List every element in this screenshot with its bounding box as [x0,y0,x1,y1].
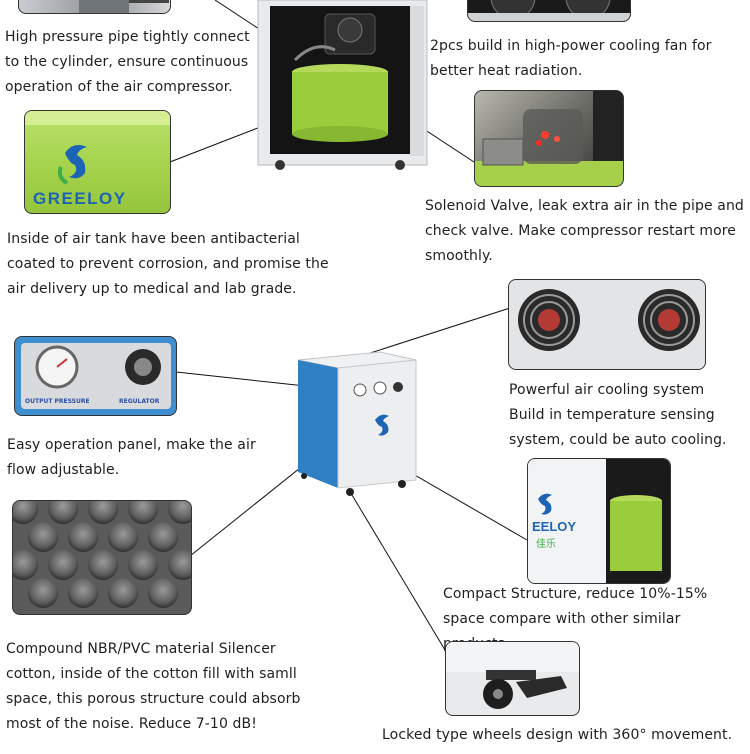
caption-fans: 2pcs build in high-power cooling fan for… [430,38,712,79]
cooling-fans-photo [508,279,706,370]
solenoid-photo-art [475,91,623,186]
tank-logo-photo: GREELOY [24,110,171,214]
closed-cabinet-photo [290,350,425,500]
fan-photo [467,0,631,22]
caption-silencer: Compound NBR/PVC material Silencer cotto… [6,641,301,732]
solenoid-photo [474,90,624,187]
closed-cabinet-art [297,351,417,496]
compact-logo-text: EELOY [532,519,577,534]
caption-solenoid: Solenoid Valve, leak extra air in the pi… [425,198,744,264]
fan-photo-art [468,0,630,21]
regulator-label: REGULATOR [119,398,160,405]
pipe-photo [18,0,171,14]
open-cabinet-art [257,0,428,170]
output-pressure-label: OUTPUT PRESSURE [25,398,90,405]
wheel-photo [445,641,580,716]
compact-photo-art [528,459,670,583]
pipe-photo-art [79,0,169,13]
locked-wheel-icon [446,642,579,709]
caption-cooling: Powerful air cooling system Build in tem… [509,382,727,448]
caption-pipe: High pressure pipe tightly connect to th… [5,29,250,95]
greeloy-logo-icon [25,111,170,185]
panel-photo-art [21,343,171,409]
compact-cn-text: 佳乐 [536,539,556,550]
open-cabinet-photo [255,0,430,172]
silencer-photo [12,500,192,615]
caption-panel: Easy operation panel, make the air flow … [7,437,256,478]
compact-photo: EELOY 佳乐 [527,458,671,584]
silencer-foam-art [13,501,191,608]
caption-wheels: Locked type wheels design with 360° move… [382,727,733,743]
cooling-fans-art [518,289,700,351]
caption-tank: Inside of air tank have been antibacteri… [7,231,329,297]
panel-photo: OUTPUT PRESSURE REGULATOR [14,336,177,416]
tank-logo-text: GREELOY [33,189,127,208]
